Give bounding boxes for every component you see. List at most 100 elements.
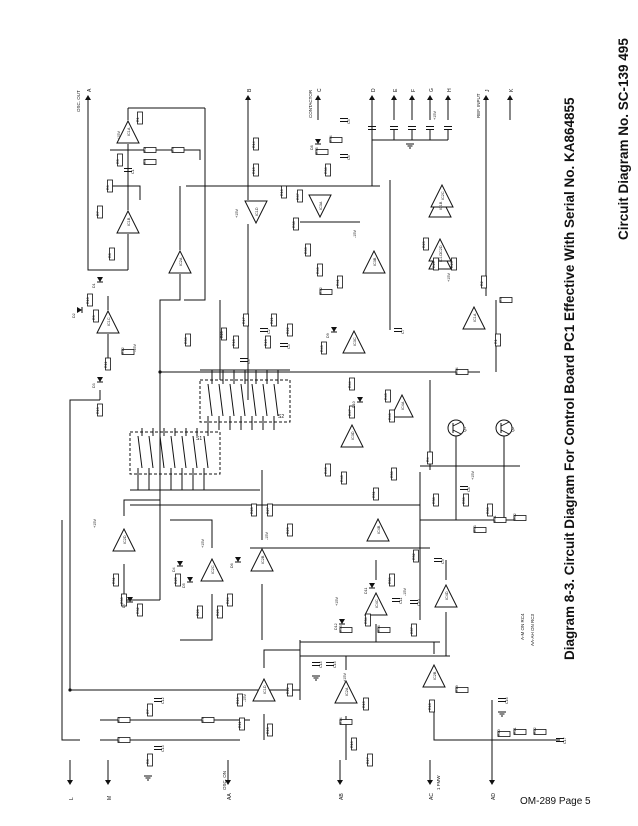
- op-amp-label: IC1A: [127, 127, 131, 136]
- capacitor-label: C6: [347, 155, 351, 160]
- resistor: [329, 137, 343, 143]
- op-amp: [340, 423, 364, 448]
- resistor-label: R64: [455, 367, 459, 374]
- schematic-components: [67, 95, 564, 785]
- transistor-label: Q1: [463, 427, 467, 432]
- connector-name: OSC. OUT: [76, 90, 81, 112]
- resistor-label: R17: [366, 757, 370, 764]
- wire: [240, 383, 246, 417]
- resistor: [221, 327, 227, 341]
- capacitor-label: C3: [287, 344, 291, 349]
- resistor: [455, 687, 469, 693]
- terminal-arrow: [445, 95, 451, 100]
- wire: [137, 435, 143, 469]
- op-amp: [116, 209, 140, 234]
- resistor-label: R40: [316, 267, 320, 274]
- op-amp-label: IC3C: [353, 337, 357, 346]
- resistor-label: R5: [116, 159, 120, 164]
- resistor-label: R9: [92, 315, 96, 320]
- wire: [203, 435, 209, 469]
- resistor: [513, 515, 527, 521]
- terminal-arrow: [315, 95, 321, 100]
- diode-label: D11: [364, 588, 368, 594]
- connector-name: OSC. ON: [222, 771, 227, 790]
- op-amp: [390, 393, 414, 418]
- resistor: [117, 737, 131, 743]
- resistor-label: R13: [96, 407, 100, 414]
- capacitor-label: C17: [563, 737, 567, 744]
- op-amp-label: IC4C: [375, 599, 379, 608]
- resistor-label: R41: [336, 279, 340, 286]
- resistor-label: R7: [96, 211, 100, 216]
- resistor: [117, 153, 123, 167]
- resistor-label: R54: [364, 617, 368, 624]
- resistor: [253, 163, 259, 177]
- resistor-label: R24: [432, 261, 436, 268]
- diode-label: D6: [230, 563, 234, 568]
- wire: [159, 435, 165, 469]
- connector-letter: J: [485, 89, 491, 92]
- resistor-label: R49: [324, 467, 328, 474]
- op-amp: [308, 194, 332, 219]
- op-amp-label: IC1B: [127, 217, 131, 226]
- diode: [77, 307, 82, 313]
- supply-label: -15V: [353, 230, 357, 238]
- resistor: [325, 463, 331, 477]
- resistor: [287, 523, 293, 537]
- resistor-label: R7: [146, 709, 150, 714]
- capacitor-label: C4: [247, 359, 251, 364]
- resistor: [243, 313, 249, 327]
- resistor-label: R11: [238, 722, 242, 728]
- capacitor-label: C14: [319, 661, 323, 668]
- op-amp: [364, 591, 388, 616]
- op-amp: [422, 663, 446, 688]
- resistor: [109, 247, 115, 261]
- wire: [123, 499, 160, 516]
- resistor: [143, 147, 157, 153]
- resistor: [251, 503, 257, 517]
- resistor-label: R2: [480, 281, 484, 286]
- resistor: [171, 147, 185, 153]
- resistor-label: R1: [136, 117, 140, 122]
- resistor-label: R35: [315, 147, 319, 154]
- resistor: [493, 517, 507, 523]
- resistor: [271, 313, 277, 327]
- op-amp-label: IC1D: [263, 685, 267, 694]
- connector-letter: K: [509, 88, 515, 92]
- schematic-wiring: [61, 100, 560, 780]
- transistor-label: Q2: [511, 427, 515, 432]
- diode-label: D3: [92, 383, 96, 388]
- resistor: [287, 323, 293, 337]
- resistor: [297, 189, 303, 203]
- note-line-2: AA-AH ON RC3: [530, 613, 535, 646]
- wire: [262, 383, 268, 417]
- junction-dot: [68, 688, 72, 692]
- op-amp-label: IC4B: [377, 525, 381, 534]
- resistor: [197, 605, 203, 619]
- supply-label: -15V: [243, 694, 247, 702]
- connector-letter: AA: [227, 793, 233, 800]
- resistor-label: R1: [494, 339, 498, 344]
- switch-s1: [129, 431, 221, 475]
- resistor-label: R56: [377, 625, 381, 632]
- connector-letter: AB: [339, 793, 345, 800]
- resistor-label: R17: [242, 317, 246, 324]
- wire: [69, 399, 100, 690]
- resistor: [97, 403, 103, 417]
- wire: [433, 700, 492, 741]
- resistor-label: R13: [266, 727, 270, 734]
- resistor-label: R21: [513, 727, 517, 734]
- op-amp-label: IC2D: [439, 245, 443, 254]
- connector-name: CONTACTOR: [308, 89, 313, 118]
- capacitor-label: C1: [131, 169, 135, 174]
- wire: [192, 435, 198, 469]
- supply-label: +15V: [433, 111, 437, 120]
- resistor-label: R14: [252, 141, 256, 148]
- op-amp-label: IC2A: [345, 687, 349, 696]
- resistor: [185, 333, 191, 347]
- resistor-label: R12: [121, 347, 125, 354]
- op-amp-label: IC2C: [441, 191, 445, 200]
- resistor-label: R19: [455, 685, 459, 692]
- supply-label: +15V: [343, 673, 347, 682]
